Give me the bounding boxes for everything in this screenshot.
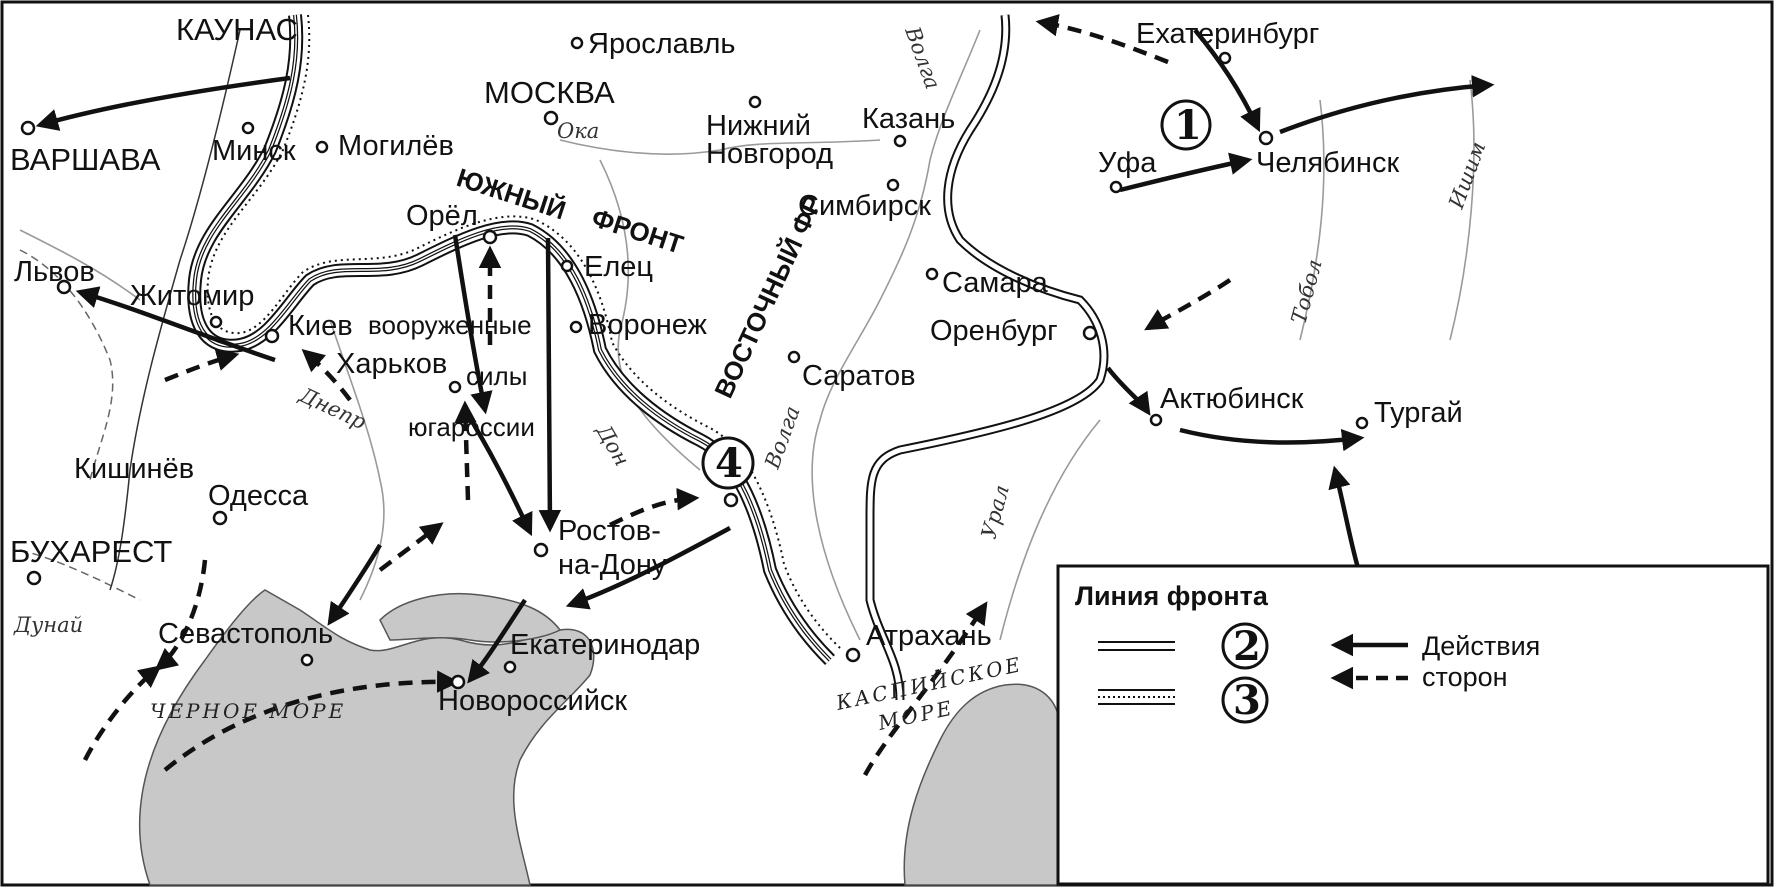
marker-aktyubinsk [1149, 413, 1163, 427]
city-orel: Орёл [406, 200, 478, 232]
marker-warsaw [20, 120, 36, 136]
city-lvov: Львов [14, 256, 95, 288]
marker-turgai [1355, 416, 1369, 430]
city-labels: КАУНАС ВАРШАВА Минск Могилёв Ярославль М… [10, 12, 1463, 717]
marker-saratov [787, 350, 801, 364]
rivers [19, 29, 1475, 641]
marker-ekaterinburg [1218, 51, 1232, 65]
legend-line-type3 [1098, 689, 1175, 705]
marker-lvov [56, 279, 72, 295]
city-kiev: Киев [288, 310, 353, 342]
marker-4-text: 4 [715, 440, 743, 487]
marker-ufa [1109, 180, 1123, 194]
marker-astrakhan [845, 647, 861, 663]
city-simbirsk: Симбирск [798, 190, 931, 222]
legend-marker-3-circle [1221, 676, 1269, 724]
marker-chelyabinsk [1258, 130, 1274, 146]
city-mogilev: Могилёв [338, 130, 454, 162]
forces-line-2: силы [466, 361, 527, 391]
forces-line-3: югароссии [408, 412, 535, 442]
marker-mogilev [315, 140, 329, 154]
marker-yaroslavl [570, 36, 584, 50]
marker-voronezh [569, 320, 583, 334]
marker-sevastopol [300, 653, 314, 667]
legend-marker-3-text: 3 [1233, 677, 1261, 724]
legend-marker-2-circle [1221, 622, 1269, 670]
city-kaunas: КАУНАС [176, 12, 298, 47]
city-zhitomir: Житомир [130, 280, 254, 312]
city-kishinev: Кишинёв [74, 453, 194, 485]
city-ekaterinodar: Екатеринодар [510, 629, 700, 661]
numbered-markers: 1 4 [701, 99, 1212, 490]
city-markers [20, 36, 1369, 690]
city-orenburg: Оренбург [930, 315, 1058, 347]
front-line-type2 [865, 14, 1109, 701]
borders [19, 249, 141, 601]
city-minsk: Минск [212, 135, 296, 167]
legend-box [1056, 564, 1770, 886]
marker-1-circle [1160, 99, 1212, 151]
marker-odessa [212, 510, 228, 526]
city-turgai: Тургай [1374, 397, 1463, 429]
sea-black: ЧЕРНОЕ МОРЕ [150, 699, 346, 723]
caspian-sea [903, 683, 1061, 886]
marker-nizhny [748, 95, 762, 109]
marker-kharkov [448, 380, 462, 394]
city-astrakhan: Атрахань [866, 620, 992, 652]
city-saratov: Саратов [802, 360, 916, 392]
river-dunai: Дунай [13, 613, 83, 637]
white-forces-label: вооруженные силы югароссии [368, 310, 535, 442]
city-kazan: Казань [862, 103, 955, 135]
marker-kazan [893, 134, 907, 148]
city-voronezh: Воронеж [588, 309, 708, 341]
city-yaroslavl: Ярославль [588, 28, 736, 60]
azov-sea [379, 592, 562, 643]
marker-rostov [533, 542, 549, 558]
marker-novorossiysk [450, 674, 466, 690]
legend-actions-1: Действия [1422, 631, 1540, 661]
city-chelyabinsk: Челябинск [1256, 147, 1399, 179]
marker-ekaterinodar [503, 660, 517, 674]
city-warsaw: ВАРШАВА [10, 142, 161, 177]
marker-4-circle [701, 436, 755, 490]
dashed-arrows [82, 14, 1232, 777]
city-rostov-2: на-Дону [558, 549, 667, 581]
marker-samara [925, 267, 939, 281]
marker-elets [560, 259, 574, 273]
marker-bucharest [26, 570, 42, 586]
city-sevastopol: Севастополь [158, 618, 333, 650]
legend-title: Линия фронта [1075, 581, 1269, 611]
marker-simbirsk [886, 178, 900, 192]
legend-actions-2: сторон [1422, 662, 1508, 692]
marker-kiev [264, 328, 280, 344]
city-ekaterinburg: Ехатеринбург [1136, 18, 1319, 50]
marker-1-text: 1 [1174, 102, 1202, 149]
city-rostov-1: Ростов- [558, 515, 661, 547]
marker-orenburg [1082, 325, 1098, 341]
city-aktyubinsk: Актюбинск [1160, 383, 1304, 415]
city-kharkov: Харьков [336, 348, 447, 380]
river-oka: Ока [557, 119, 599, 143]
forces-line-1: вооруженные [368, 310, 532, 340]
marker-minsk [241, 121, 255, 135]
legend-marker-2-text: 2 [1233, 623, 1261, 670]
marker-tsaritsyn [723, 492, 739, 508]
legend-line-type2 [1098, 641, 1175, 651]
city-odessa: Одесса [208, 480, 309, 512]
city-nizhny-2: Новгород [706, 138, 833, 170]
legend: Линия фронта 2 3 Действия сторон [1056, 564, 1770, 886]
city-bucharest: БУХАРЕСТ [10, 534, 172, 569]
western-border [109, 29, 241, 591]
city-elets: Елец [584, 251, 653, 283]
marker-moscow [543, 110, 559, 126]
marker-zhitomir [209, 315, 223, 329]
city-samara: Самара [942, 267, 1049, 299]
city-novorossiysk: Новороссийск [438, 685, 627, 717]
solid-arrows [35, 28, 1495, 684]
city-ufa: Уфа [1098, 147, 1157, 179]
city-nizhny-1: Нижний [706, 110, 811, 142]
marker-orel [482, 229, 498, 245]
city-moscow: МОСКВА [484, 75, 615, 110]
